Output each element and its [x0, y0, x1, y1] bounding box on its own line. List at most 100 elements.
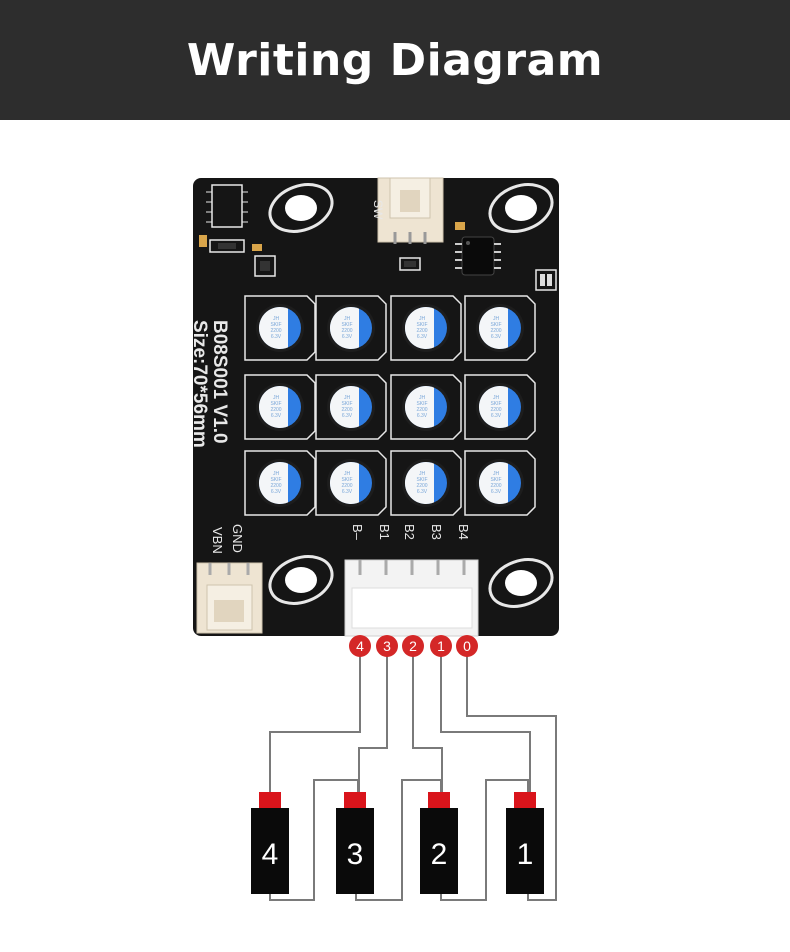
capacitor-label: 2200 [416, 328, 427, 334]
pin-badge-3: 3 [376, 635, 398, 657]
capacitor-label: 2200 [416, 483, 427, 489]
power-label-vbn: VBN [210, 527, 225, 554]
pin-label-b2: B2 [402, 524, 417, 540]
pin-label-b4: B4 [456, 524, 471, 540]
wire-pin-3 [358, 656, 388, 792]
capacitor-label: 6.3V [342, 489, 353, 495]
switch-connector [377, 177, 444, 244]
capacitor-grid: JHSKIF22006.3VJHSKIF22006.3VJHSKIF22006.… [244, 295, 536, 516]
battery-cell-3: 3 [336, 792, 374, 894]
capacitor-label: 2200 [490, 483, 501, 489]
capacitor-label: 6.3V [271, 413, 282, 419]
power-connector [196, 562, 263, 634]
pin-badge-number: 1 [437, 638, 445, 654]
battery-cell-number: 3 [347, 838, 364, 871]
capacitor-label: SKIF [341, 401, 352, 407]
capacitor-label: 2200 [341, 483, 352, 489]
connector-pin-badges: 4 3 2 1 0 [349, 635, 478, 657]
ic-outline-top-left [206, 184, 248, 228]
capacitor-label: 6.3V [491, 489, 502, 495]
board-size-label: Size:70*56mm [189, 320, 210, 448]
capacitor-label: 2200 [341, 407, 352, 413]
capacitor-label: SKIF [490, 322, 501, 328]
capacitor-label: SKIF [341, 477, 352, 483]
capacitor-label: SKIF [416, 322, 427, 328]
capacitor-label: JH [273, 395, 280, 401]
power-label-gnd: GND [230, 524, 245, 553]
capacitor-label: 2200 [270, 407, 281, 413]
wire-series-2-1 [440, 779, 529, 901]
capacitor-label: 6.3V [417, 334, 428, 340]
capacitor-label: SKIF [490, 477, 501, 483]
battery-cell-2: 2 [420, 792, 458, 894]
capacitor-label: 6.3V [417, 489, 428, 495]
capacitor-label: 2200 [270, 483, 281, 489]
pin-label-b3: B3 [429, 524, 444, 540]
capacitor-label: JH [493, 471, 500, 477]
capacitor-label: 2200 [416, 407, 427, 413]
capacitor-label: JH [344, 316, 351, 322]
pin-badge-number: 4 [356, 638, 364, 654]
mounting-hole-top-right [488, 183, 554, 233]
capacitor-label: 6.3V [271, 489, 282, 495]
capacitor-label: 2200 [270, 328, 281, 334]
board-model-label: B08S001 V1.0 [209, 320, 230, 444]
capacitor-label: JH [273, 316, 280, 322]
capacitor-label: JH [419, 316, 426, 322]
capacitor-label: 2200 [490, 328, 501, 334]
pin-badge-number: 2 [409, 638, 417, 654]
capacitor-label: 6.3V [491, 334, 502, 340]
pcb-board: SW JHSKIF22006.3VJHSKIF22006.3VJHSKIF220… [189, 177, 559, 637]
battery-cell-1: 1 [506, 792, 544, 894]
battery-cell-number: 4 [262, 838, 279, 871]
capacitor-label: JH [493, 395, 500, 401]
capacitor-label: 2200 [341, 328, 352, 334]
wire-pin-0 [466, 656, 557, 901]
pin-label-b1: B1 [377, 524, 392, 540]
page-title: Writing Diagram [186, 34, 604, 86]
capacitor-label: SKIF [416, 401, 427, 407]
mounting-hole-bottom-right [488, 558, 554, 608]
battery-cell-number: 2 [431, 838, 448, 871]
wire-series-4-3 [269, 779, 359, 901]
capacitor-label: SKIF [341, 322, 352, 328]
capacitor-label: 6.3V [271, 334, 282, 340]
switch-label: SW [371, 200, 385, 220]
capacitor-label: 6.3V [417, 413, 428, 419]
pin-badge-number: 0 [463, 638, 471, 654]
pin-label-bminus: B– [350, 524, 365, 541]
pin-badge-0: 0 [456, 635, 478, 657]
capacitor-label: SKIF [490, 401, 501, 407]
wiring [269, 656, 557, 901]
ic-right [455, 222, 501, 276]
pin-badge-2: 2 [402, 635, 424, 657]
balance-pin-labels: B4 B3 B2 B1 B– [350, 524, 471, 541]
capacitor-label: 6.3V [342, 334, 353, 340]
capacitor-label: JH [344, 471, 351, 477]
capacitor-label: SKIF [270, 477, 281, 483]
capacitor-label: SKIF [416, 477, 427, 483]
mounting-hole-top-left [268, 183, 334, 233]
capacitor-label: 2200 [490, 407, 501, 413]
wire-pin-1 [440, 656, 531, 792]
pin-badge-4: 4 [349, 635, 371, 657]
capacitor-label: 6.3V [342, 413, 353, 419]
title-banner: Writing Diagram [0, 0, 790, 120]
battery-cell-4: 4 [251, 792, 289, 894]
capacitor-label: JH [273, 471, 280, 477]
capacitor-label: JH [419, 471, 426, 477]
capacitor-label: 6.3V [491, 413, 502, 419]
capacitor-label: SKIF [270, 401, 281, 407]
pin-badge-number: 3 [383, 638, 391, 654]
